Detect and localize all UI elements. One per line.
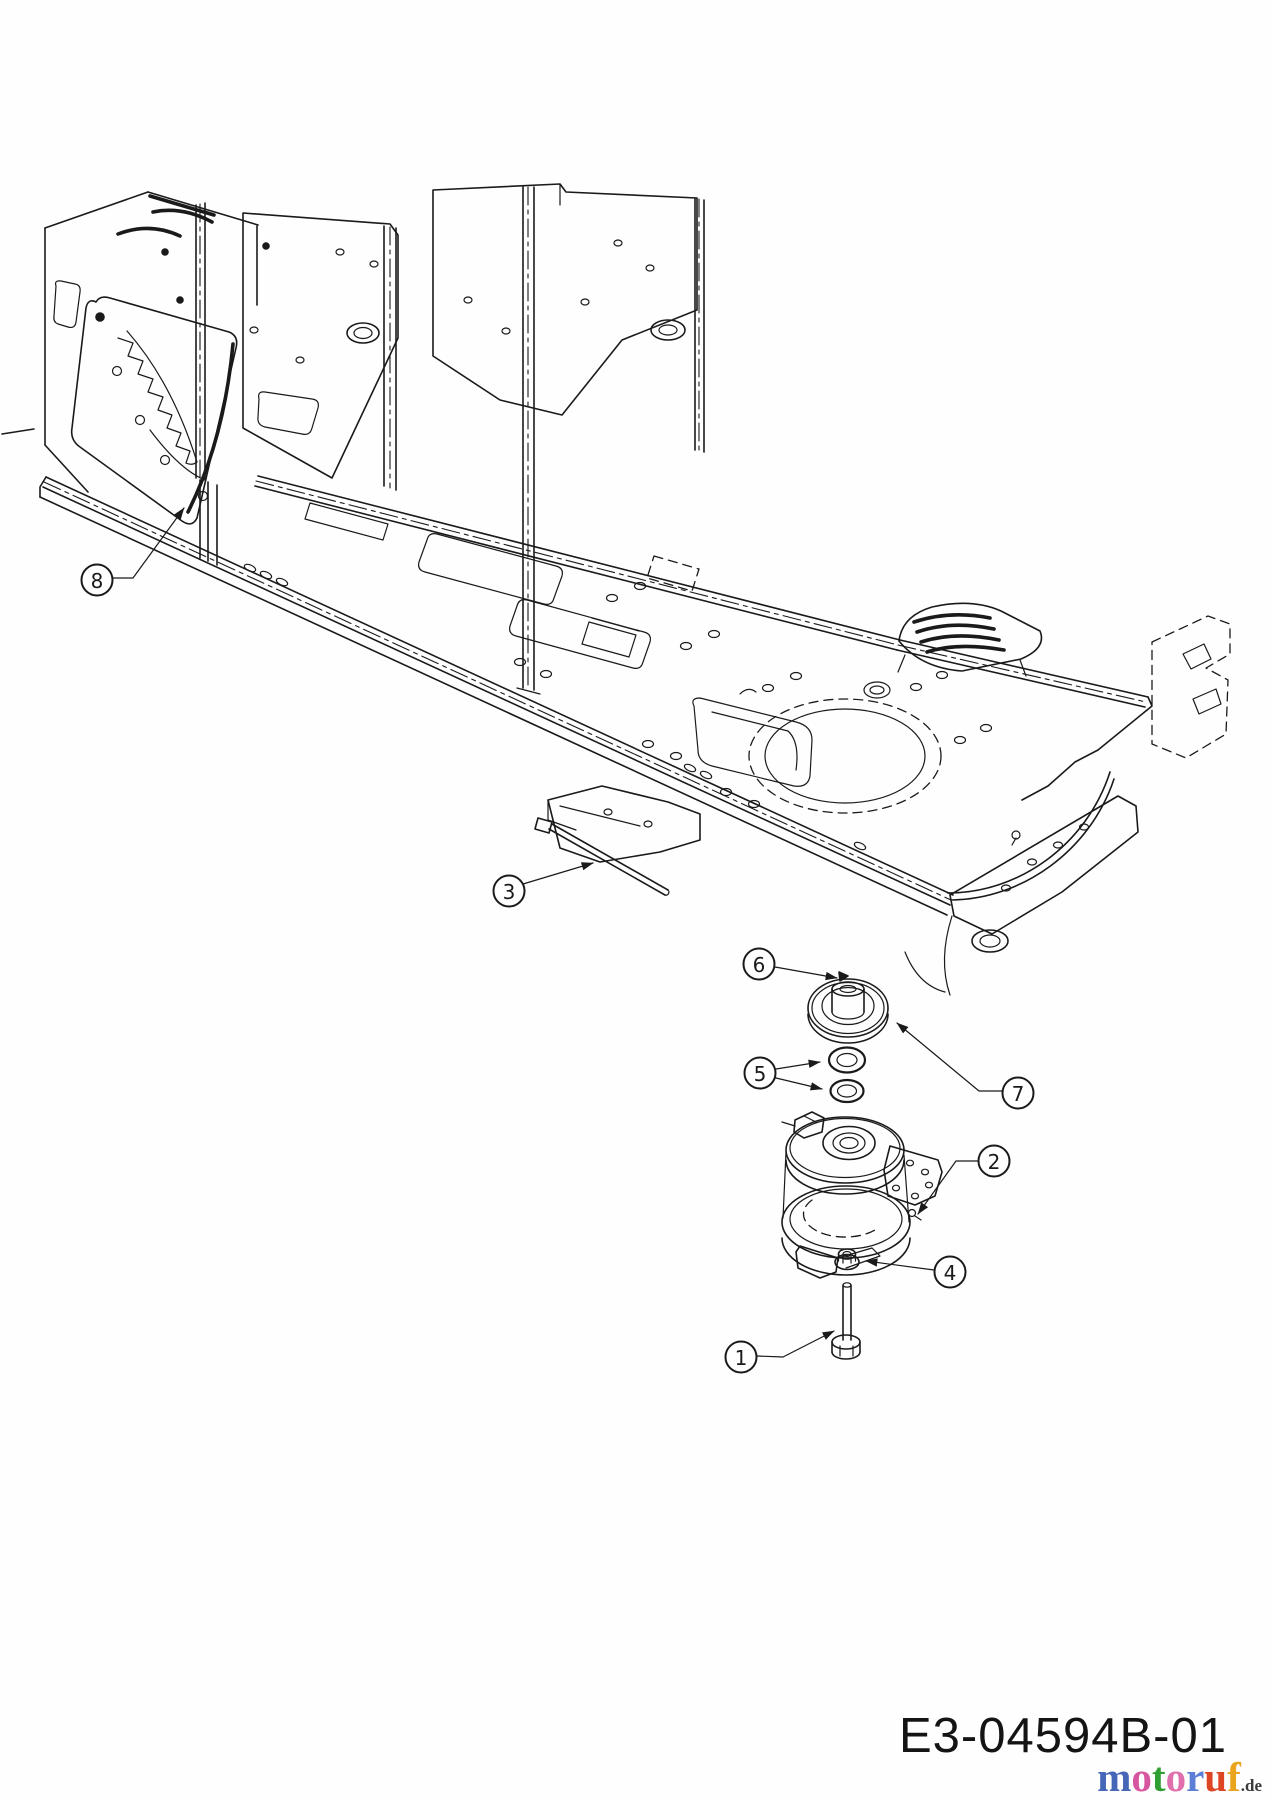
logo-letter: o bbox=[1131, 1754, 1152, 1800]
hex-bolt-part bbox=[831, 1282, 861, 1360]
callouts: 1 2 3 4 5 6 7 bbox=[80, 507, 1035, 1374]
logo-letter: o bbox=[1165, 1754, 1187, 1800]
electric-clutch-part bbox=[781, 1111, 943, 1279]
callout-6: 6 bbox=[742, 947, 838, 981]
callout-4: 4 bbox=[865, 1255, 967, 1289]
logo-letter: u bbox=[1204, 1754, 1228, 1800]
keyway-mark bbox=[838, 971, 849, 982]
callout-7: 7 bbox=[896, 1022, 1035, 1110]
callout-6-label: 6 bbox=[753, 953, 766, 977]
callout-3: 3 bbox=[492, 862, 594, 908]
callout-7-label: 7 bbox=[1012, 1082, 1025, 1106]
flange-nut-part bbox=[834, 1248, 860, 1271]
callout-8: 8 bbox=[80, 507, 185, 597]
callout-3-label: 3 bbox=[503, 880, 516, 904]
motoruf-logo: motoruf.de bbox=[1097, 1757, 1262, 1798]
callout-8-label: 8 bbox=[91, 569, 104, 593]
logo-letter: m bbox=[1097, 1754, 1132, 1800]
logo-letter: t bbox=[1151, 1754, 1166, 1800]
washers-part bbox=[827, 1046, 867, 1104]
callout-4-label: 4 bbox=[944, 1261, 957, 1285]
callout-2-label: 2 bbox=[988, 1150, 1001, 1174]
callout-2: 2 bbox=[917, 1144, 1011, 1215]
anchor-rod-part bbox=[534, 785, 701, 896]
logo-suffix: .de bbox=[1240, 1776, 1262, 1795]
frame-assembly bbox=[1, 183, 1231, 996]
callout-5-label: 5 bbox=[754, 1062, 767, 1086]
engine-pulley-part bbox=[807, 971, 889, 1044]
callout-1-label: 1 bbox=[735, 1346, 748, 1370]
drawing-number: E3-04594B-01 bbox=[899, 1709, 1227, 1763]
callout-5: 5 bbox=[743, 1056, 823, 1091]
logo-letter: r bbox=[1186, 1754, 1205, 1800]
callout-1: 1 bbox=[724, 1330, 835, 1374]
logo-letter: f bbox=[1227, 1754, 1241, 1800]
serrated-bracket-part bbox=[70, 296, 238, 525]
